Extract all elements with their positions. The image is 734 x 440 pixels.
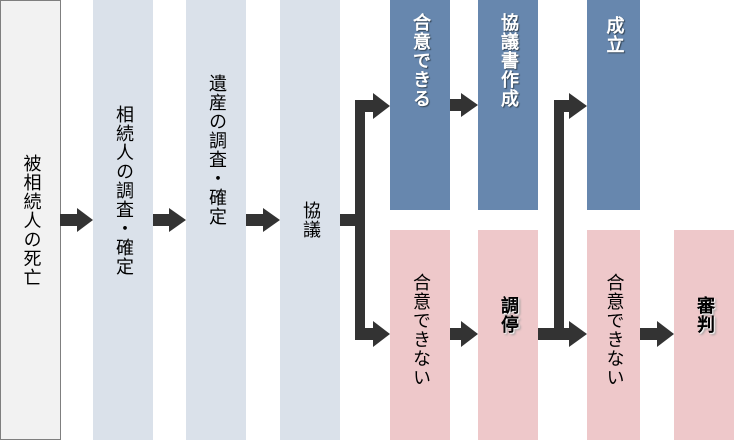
step-settled-label: 成立 [603, 16, 625, 54]
step-mediation: 調停 [478, 230, 538, 440]
step-estate-survey-label: 遺産の調査・確定 [206, 74, 227, 226]
step-disagree2-label: 合意できない [603, 273, 625, 387]
step-heir-survey-label: 相続人の調査・確定 [113, 104, 134, 276]
step-death-label: 被相続人の死亡 [20, 153, 42, 287]
arrow-mediation-branch [538, 93, 587, 347]
step-consultation-label: 協議 [300, 201, 321, 239]
step-trial-label: 審判 [694, 296, 715, 334]
step-agreement-doc-label: 協議書作成 [498, 12, 519, 108]
step-disagree: 合意できない [390, 230, 450, 440]
step-consultation: 協議 [280, 0, 340, 440]
step-death: 被相続人の死亡 [0, 0, 61, 440]
arrow-consultation-branch [340, 93, 390, 347]
arrow-heir-to-estate [153, 208, 186, 232]
arrow-disagree2-to-trial [640, 321, 674, 347]
arrow-agree-to-doc [450, 93, 478, 117]
step-agree: 合意できる [390, 0, 450, 210]
step-agree-label: 合意できる [410, 12, 431, 108]
arrow-death-to-heir [60, 208, 93, 232]
step-heir-survey: 相続人の調査・確定 [93, 0, 153, 440]
step-trial: 審判 [674, 230, 734, 440]
step-disagree-label: 合意できない [410, 273, 431, 387]
arrow-estate-to-consultation [246, 208, 280, 232]
step-disagree2: 合意できない [587, 230, 640, 440]
step-settled: 成立 [587, 0, 640, 210]
step-estate-survey: 遺産の調査・確定 [186, 0, 246, 440]
step-mediation-label: 調停 [498, 296, 519, 334]
step-agreement-doc: 協議書作成 [478, 0, 538, 210]
arrow-disagree-to-mediation [450, 321, 478, 347]
